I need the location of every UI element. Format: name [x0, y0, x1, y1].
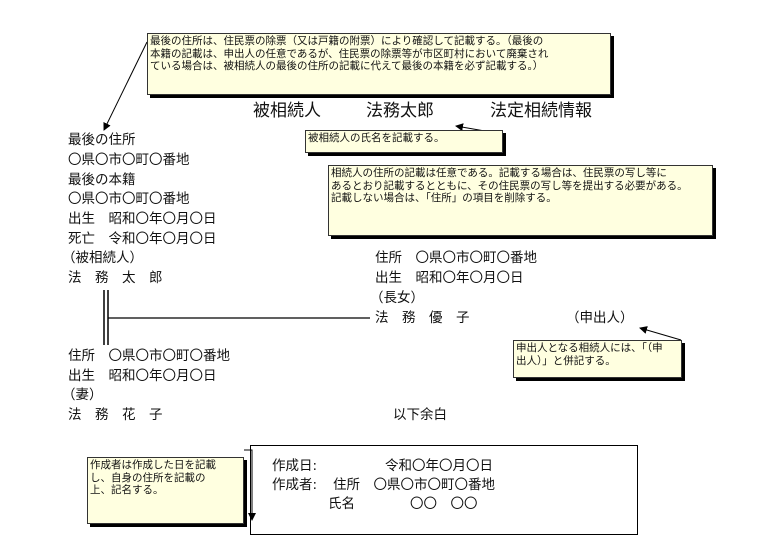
last-address: 〇県〇市〇町〇番地	[68, 152, 190, 168]
deceased-name: 法 務 太 郎	[68, 270, 163, 286]
note-last-address: 最後の住所は、住民票の除票（又は戸籍の附票）により確認して記載する。（最後の 本…	[147, 33, 611, 95]
note-author: 作成者は作成した日を記載 し、自身の住所を記載の 上、記名する。	[87, 457, 244, 524]
last-domicile-label: 最後の本籍	[68, 172, 136, 188]
author-name-label: 氏名	[328, 496, 355, 512]
spouse-name: 法 務 花 子	[68, 407, 163, 423]
date-label: 作成日:	[272, 458, 318, 474]
deceased-role: （被相続人）	[62, 250, 143, 266]
title-heading: 法定相続情報	[490, 101, 592, 121]
spouse-birth: 出生 昭和〇年〇月〇日	[68, 368, 217, 384]
spouse-role: （妻）	[62, 387, 103, 403]
child-birth: 出生 昭和〇年〇月〇日	[375, 270, 524, 286]
last-address-label: 最後の住所	[68, 132, 136, 148]
arrow-last-address	[103, 41, 148, 131]
applicant-label: （申出人）	[566, 310, 634, 326]
deceased-death: 死亡 令和〇年〇月〇日	[68, 231, 217, 247]
note-applicant: 申出人となる相続人には、「（申 出人）」と併記する。	[513, 340, 682, 378]
spouse-address: 住所 〇県〇市〇町〇番地	[68, 348, 230, 364]
arrow-applicant	[639, 326, 682, 341]
certificate-box	[250, 445, 638, 535]
date-value: 令和〇年〇月〇日	[385, 458, 493, 474]
author-name: 〇〇 〇〇	[410, 496, 478, 512]
note-heir-address: 相続人の住所の記載は任意である。記載する場合は、住民票の写し等に あるとおり記載…	[328, 165, 713, 236]
deceased-birth: 出生 昭和〇年〇月〇日	[68, 211, 217, 227]
child-address: 住所 〇県〇市〇町〇番地	[375, 250, 537, 266]
last-domicile: 〇県〇市〇町〇番地	[68, 191, 190, 207]
title-deceased-name: 法務太郎	[366, 101, 434, 121]
end-text: 以下余白	[393, 407, 447, 423]
child-role: （長女）	[370, 290, 424, 306]
child-name: 法 務 優 子	[375, 310, 470, 326]
author-label: 作成者:	[272, 477, 318, 493]
arrow-author	[244, 449, 256, 521]
title-deceased-label: 被相続人	[253, 101, 321, 121]
author-address: 住所 〇県〇市〇町〇番地	[333, 477, 495, 493]
note-deceased-name: 被相続人の氏名を記載する。	[305, 130, 503, 153]
